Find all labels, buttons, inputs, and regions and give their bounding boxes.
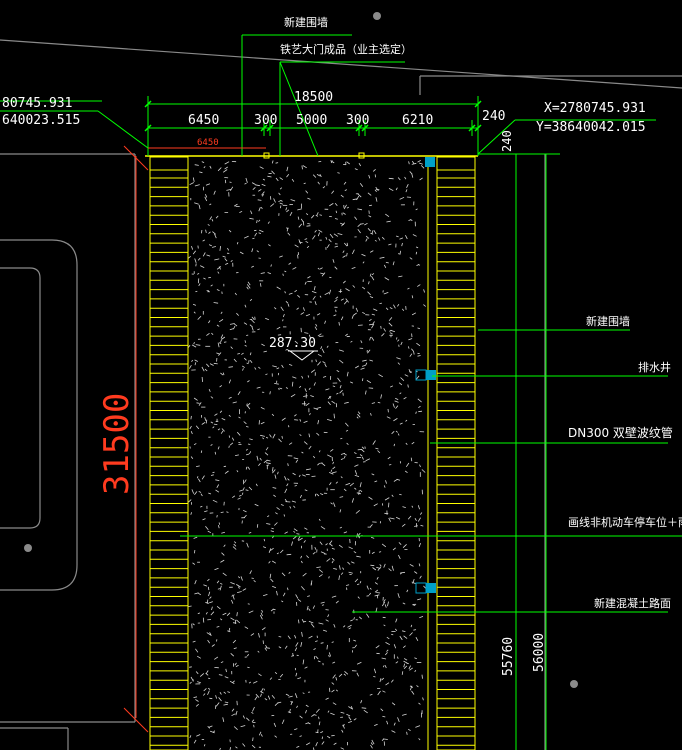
label-new-wall-right: 新建围墙: [586, 314, 630, 328]
ref-dot: [24, 544, 32, 552]
road-fill: [188, 157, 426, 750]
coord-left-y: 640023.515: [2, 113, 80, 128]
dim-d5: 6210: [402, 113, 433, 128]
parking-strip-left: [149, 156, 189, 750]
dim-v1: 55760: [501, 637, 516, 676]
dim-sub: 6450: [197, 138, 219, 148]
coord-right-y: Y=38640042.015: [536, 120, 646, 135]
dim-v2: 56000: [532, 633, 547, 672]
dim-d4: 300: [346, 113, 369, 128]
dim-total: 18500: [294, 90, 333, 105]
dim-wall-width-v: 240: [500, 130, 514, 152]
parking-strip-right: [436, 156, 476, 750]
ref-dot: [373, 12, 381, 20]
drain-well-icon[interactable]: [415, 157, 436, 594]
dim-height: 31500: [97, 393, 137, 495]
label-gate: 铁艺大门成品（业主选定）: [280, 42, 412, 56]
background-outlines: [0, 39, 682, 750]
label-pipe: DN300 双壁波纹管: [568, 425, 673, 440]
elevation-label: 287.30: [269, 336, 316, 351]
label-drain-well: 排水井: [638, 360, 671, 374]
top-wall: [145, 152, 478, 159]
label-road: 新建混凝土路面: [594, 596, 671, 610]
dimension-ticks: [144, 100, 482, 132]
label-parking: 画线非机动车停车位＋雨: [568, 515, 682, 529]
dim-d2: 300: [254, 113, 277, 128]
dim-d3: 5000: [296, 113, 327, 128]
ref-dot: [570, 680, 578, 688]
concrete-hatch: [187, 160, 427, 750]
red-dimension: [123, 145, 266, 733]
dim-wall-width: 240: [482, 109, 505, 124]
dim-d1: 6450: [188, 113, 219, 128]
elevation-marker: [288, 350, 318, 361]
label-new-wall-top: 新建围墙: [284, 15, 328, 29]
dimension-lines: [0, 34, 682, 750]
coord-left-x: 80745.931: [2, 96, 72, 111]
coord-right-x: X=2780745.931: [544, 101, 646, 116]
